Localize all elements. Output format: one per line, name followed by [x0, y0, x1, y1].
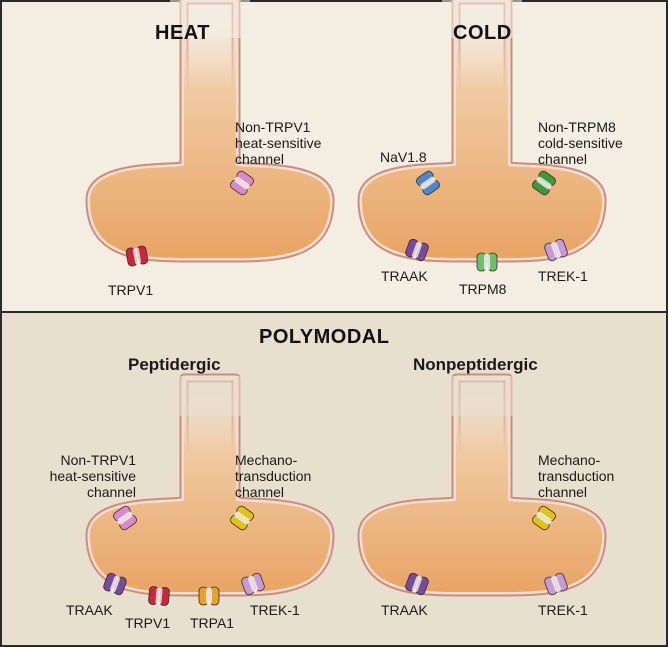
- nonpeptidergic-subtitle: Nonpeptidergic: [413, 355, 538, 374]
- top-panel: [0, 0, 668, 313]
- traak-channel: [405, 572, 429, 596]
- polymodal-title: POLYMODAL: [259, 326, 390, 348]
- trek1-channel: [544, 238, 568, 262]
- trpv1-label: TRPV1: [108, 282, 154, 298]
- traak-label: TRAAK: [381, 602, 428, 618]
- axon-fade: [442, 0, 522, 38]
- traak-label: TRAAK: [66, 602, 113, 618]
- channel-pore: [551, 242, 561, 258]
- label-line: channel: [538, 151, 588, 167]
- non-trpv1-label: Non-TRPV1 heat-sensitive channel: [40, 452, 136, 500]
- mechano-channel: [230, 505, 254, 531]
- label-line: heat-sensitive: [235, 135, 322, 151]
- nav18-label: NaV1.8: [380, 149, 427, 165]
- trek1-channel: [544, 572, 568, 596]
- channel-pore: [551, 576, 561, 592]
- channel-pore: [420, 176, 436, 190]
- nav18-channel: [416, 170, 440, 196]
- channel-pore: [536, 511, 552, 525]
- channel-pore: [132, 247, 142, 265]
- label-line: Mechano-: [235, 452, 298, 468]
- label-line: cold-sensitive: [538, 135, 623, 151]
- traak-label: TRAAK: [381, 268, 428, 284]
- channel-pore: [536, 176, 552, 190]
- trpv1-channel: [125, 245, 149, 267]
- mechano-channel: [532, 505, 556, 531]
- label-line: Non-TRPM8: [538, 119, 616, 135]
- label-line: Mechano-: [538, 452, 601, 468]
- trpv1-channel: [148, 586, 170, 606]
- channel-pore: [110, 576, 120, 592]
- trek1-label: TREK-1: [538, 268, 588, 284]
- trek1-label: TREK-1: [250, 602, 300, 618]
- axon-fade: [170, 376, 250, 416]
- channel-pore: [155, 587, 163, 605]
- label-line: transduction: [538, 468, 615, 484]
- channel-pore: [412, 576, 422, 592]
- mechano-label: Mechano- transduction channel: [235, 452, 311, 500]
- label-line: channel: [538, 484, 588, 500]
- trpv1-label: TRPV1: [125, 615, 171, 631]
- trpm8-channel: [476, 252, 498, 272]
- label-line: heat-sensitive: [49, 468, 136, 484]
- cold-title: COLD: [453, 22, 512, 44]
- channel-pore: [234, 176, 250, 190]
- trek1-channel: [241, 572, 265, 596]
- non-trpm8-channel: [532, 170, 556, 196]
- cytoplasm: [90, 378, 330, 593]
- channel-pore: [234, 511, 250, 525]
- label-line: channel: [235, 151, 285, 167]
- channel-pore: [117, 511, 133, 525]
- cytoplasm: [90, 0, 330, 259]
- cytoplasm: [362, 378, 602, 593]
- nonpeptidergic-nerve-terminal: [357, 373, 607, 597]
- trek1-label: TREK-1: [538, 602, 588, 618]
- ion-channels: [103, 170, 568, 606]
- axon-fade: [170, 0, 250, 38]
- axon-fade: [442, 376, 522, 416]
- channel-pore: [248, 576, 258, 592]
- label-line: Non-TRPV1: [60, 452, 136, 468]
- label-line: channel: [235, 484, 285, 500]
- trpa1-label: TRPA1: [190, 615, 235, 631]
- heat-title: HEAT: [155, 22, 210, 44]
- heat-nerve-terminal: [85, 0, 335, 263]
- traak-channel: [103, 572, 127, 596]
- non-trpm8-label: Non-TRPM8 cold-sensitive channel: [538, 119, 623, 167]
- channel-pore: [206, 588, 212, 604]
- channel-pore: [484, 254, 490, 270]
- non-trpv1-channel: [230, 170, 254, 196]
- peptidergic-subtitle: Peptidergic: [128, 355, 221, 374]
- channel-pore: [412, 242, 422, 258]
- non-trpv1-channel: [113, 505, 137, 531]
- label-line: Non-TRPV1: [235, 119, 311, 135]
- mechano-label: Mechano- transduction channel: [538, 452, 614, 500]
- label-line: channel: [86, 484, 136, 500]
- traak-channel: [405, 238, 429, 262]
- non-trpv1-label: Non-TRPV1 heat-sensitive channel: [235, 119, 321, 167]
- trpa1-channel: [198, 586, 220, 606]
- trpm8-label: TRPM8: [459, 281, 507, 297]
- label-line: transduction: [235, 468, 312, 484]
